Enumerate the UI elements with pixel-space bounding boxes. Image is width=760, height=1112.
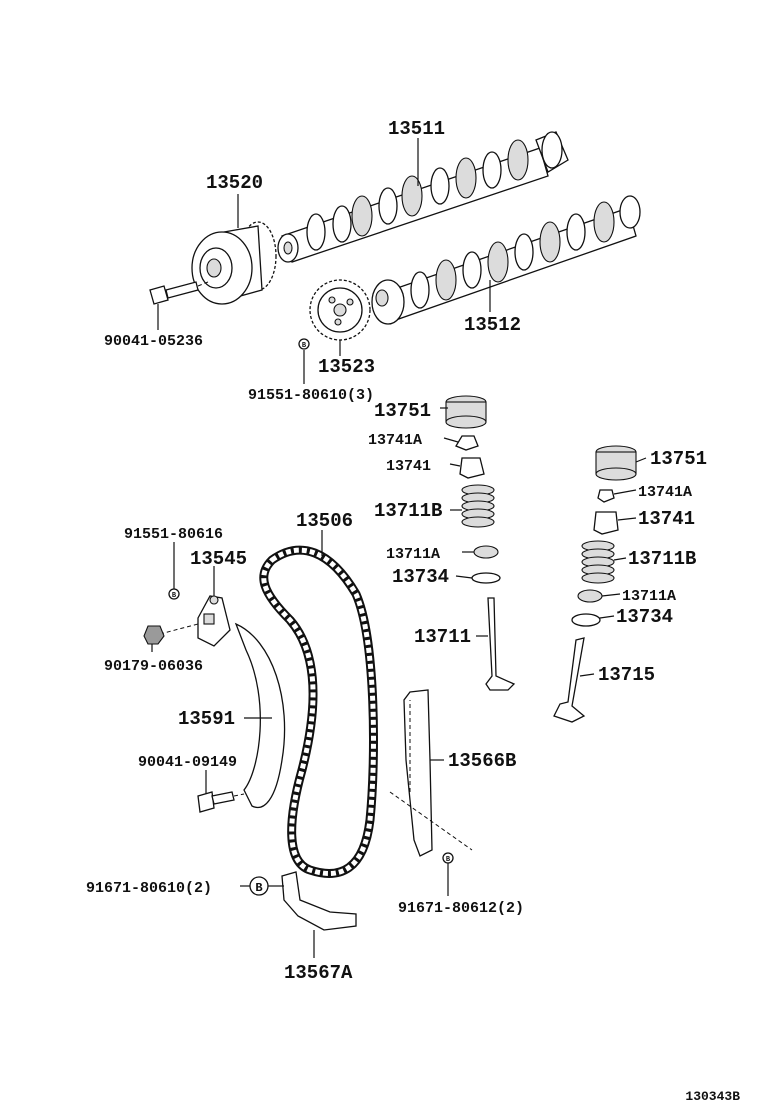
label-91671-80610: 91671-80610(2) (86, 880, 212, 897)
label-13711a-intake: 13711A (386, 546, 440, 563)
label-13511: 13511 (388, 118, 445, 140)
label-90041-09149: 90041-09149 (138, 754, 237, 771)
label-91551-80610: 91551-80610(3) (248, 387, 374, 404)
label-13567a: 13567A (284, 962, 353, 984)
svg-text:B: B (302, 342, 307, 350)
svg-text:B: B (255, 881, 262, 895)
label-13566b: 13566B (448, 750, 516, 772)
label-13711: 13711 (414, 626, 471, 648)
label-13711b-exhaust: 13711B (628, 548, 696, 570)
valve-stack-exhaust (553, 445, 637, 723)
label-13512: 13512 (464, 314, 521, 336)
sprocket-13523 (309, 279, 371, 341)
bolt-90041-09149 (197, 791, 245, 813)
marker-b-91671-80612: B (442, 852, 454, 864)
label-91551-80616: 91551-80616 (124, 526, 223, 543)
vvt-gear-13520 (191, 221, 277, 305)
label-13711a-exhaust: 13711A (622, 588, 676, 605)
label-13741a-exhaust: 13741A (638, 484, 692, 501)
bolt-90041-05236 (149, 281, 209, 305)
label-13520: 13520 (206, 172, 263, 194)
label-13741-intake: 13741 (386, 458, 431, 475)
spring-13711b-b (581, 540, 615, 584)
timing-chain-13506 (259, 545, 378, 878)
label-13715: 13715 (598, 664, 655, 686)
label-13741a-intake: 13741A (368, 432, 422, 449)
label-13523: 13523 (318, 356, 375, 378)
leader-lines (151, 138, 647, 958)
chain-guide-13566b (389, 689, 473, 857)
chain-slipper-13591 (234, 622, 286, 808)
label-13751-exhaust: 13751 (650, 448, 707, 470)
camshaft-13511 (277, 131, 569, 263)
label-13751-intake: 13751 (374, 400, 431, 422)
label-90179-06036: 90179-06036 (104, 658, 203, 675)
illustration-reference: 130343B (685, 1089, 740, 1104)
label-13545: 13545 (190, 548, 247, 570)
chain-damper-13567a (281, 871, 357, 931)
svg-text:B: B (172, 592, 177, 600)
nut-90179-06036 (143, 625, 165, 645)
label-13741-exhaust: 13741 (638, 508, 695, 530)
camshaft-13512 (371, 195, 641, 325)
spring-13711b-a (461, 484, 495, 528)
marker-b-91671-80610: B (249, 876, 269, 896)
label-13711b-intake: 13711B (374, 500, 442, 522)
label-13506: 13506 (296, 510, 353, 532)
label-91671-80612: 91671-80612(2) (398, 900, 524, 917)
label-13591: 13591 (178, 708, 235, 730)
marker-b-91551-80610: B (298, 338, 310, 350)
label-13734-intake: 13734 (392, 566, 449, 588)
svg-text:B: B (446, 856, 451, 864)
marker-b-91551-80616: B (168, 588, 180, 600)
valve-stack-intake (445, 395, 516, 691)
tensioner-13545 (159, 595, 231, 647)
label-13734-exhaust: 13734 (616, 606, 673, 628)
label-90041-05236: 90041-05236 (104, 333, 203, 350)
